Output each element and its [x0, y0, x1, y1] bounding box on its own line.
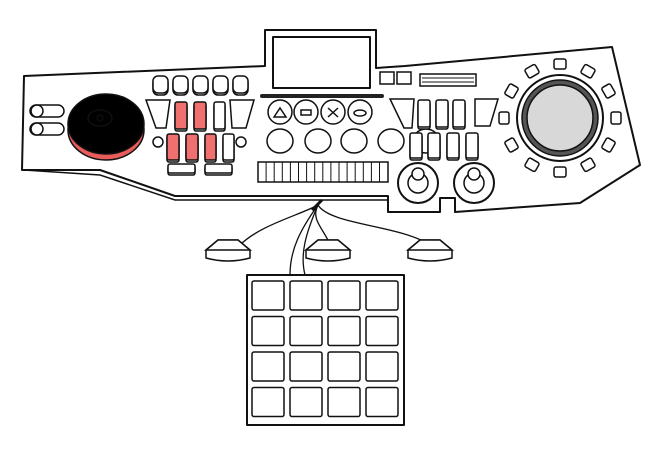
- display-screen: [272, 36, 371, 89]
- transport-button-play[interactable]: [267, 99, 293, 125]
- transport-buttons[interactable]: [267, 99, 373, 125]
- connector-plug: [310, 198, 324, 212]
- stop-icon: [300, 109, 312, 116]
- trapezoid-button[interactable]: [229, 99, 255, 129]
- transport-button-loop[interactable]: [347, 99, 373, 125]
- jog-ring-buttons[interactable]: [498, 58, 622, 178]
- button[interactable]: [172, 75, 189, 94]
- pad[interactable]: [251, 386, 285, 418]
- jog-ring-button[interactable]: [524, 63, 540, 79]
- cables: [239, 204, 431, 276]
- jog-ring-button[interactable]: [601, 83, 616, 99]
- accent-button[interactable]: [174, 101, 188, 130]
- jog-ring-button[interactable]: [498, 111, 510, 125]
- round-button[interactable]: [266, 128, 294, 154]
- foot-pedal-top: [405, 239, 455, 251]
- button[interactable]: [409, 132, 423, 159]
- crossfader-slot[interactable]: [419, 73, 477, 87]
- accent-button[interactable]: [193, 101, 207, 130]
- jog-ring-button[interactable]: [524, 157, 540, 173]
- loop-icon: [353, 109, 367, 117]
- controls[interactable]: [144, 75, 500, 176]
- foot-pedal-top: [303, 239, 353, 251]
- left-side-switches[interactable]: [29, 104, 65, 136]
- jog-ring-button[interactable]: [580, 157, 596, 173]
- right-jog-wheel[interactable]: [516, 74, 604, 162]
- button[interactable]: [152, 75, 169, 94]
- pad[interactable]: [327, 315, 361, 347]
- pad[interactable]: [251, 280, 285, 311]
- trapezoid-button[interactable]: [388, 98, 415, 129]
- pad[interactable]: [327, 386, 361, 418]
- jog-ring-button[interactable]: [553, 58, 567, 70]
- transport-button-stop[interactable]: [293, 99, 319, 125]
- pad[interactable]: [365, 386, 399, 418]
- small-knob[interactable]: [235, 136, 247, 148]
- button[interactable]: [417, 99, 431, 128]
- jog-ring-button[interactable]: [504, 83, 519, 99]
- button[interactable]: [465, 132, 479, 159]
- foot-pedals[interactable]: [203, 239, 455, 262]
- right-knob[interactable]: [453, 162, 495, 204]
- jog-ring-button[interactable]: [553, 166, 567, 178]
- small-knob[interactable]: [152, 136, 164, 148]
- pad[interactable]: [251, 351, 285, 382]
- button[interactable]: [452, 99, 466, 128]
- pad[interactable]: [289, 315, 323, 347]
- pad[interactable]: [251, 315, 285, 347]
- button[interactable]: [192, 75, 209, 94]
- foot-pedal-top: [203, 239, 253, 251]
- right-knob[interactable]: [397, 162, 439, 204]
- button[interactable]: [204, 163, 233, 174]
- button[interactable]: [446, 132, 460, 159]
- accent-button[interactable]: [185, 133, 199, 161]
- pad[interactable]: [365, 280, 399, 311]
- screen-led-strip: [260, 94, 384, 98]
- pad-grid[interactable]: [251, 280, 399, 418]
- jog-ring-button[interactable]: [504, 137, 519, 153]
- play-icon: [272, 106, 288, 118]
- button[interactable]: [435, 99, 449, 128]
- pad[interactable]: [365, 351, 399, 382]
- button[interactable]: [232, 75, 249, 94]
- screen-button[interactable]: [379, 71, 395, 85]
- cue-icon: [327, 107, 339, 118]
- slider-strip[interactable]: [257, 161, 389, 183]
- button[interactable]: [213, 101, 226, 130]
- accent-button[interactable]: [204, 133, 217, 161]
- button[interactable]: [427, 132, 441, 159]
- jog-ring-button[interactable]: [610, 111, 622, 125]
- pad[interactable]: [289, 386, 323, 418]
- button[interactable]: [167, 163, 196, 174]
- pad[interactable]: [327, 351, 361, 382]
- round-button[interactable]: [340, 128, 368, 154]
- pad[interactable]: [365, 315, 399, 347]
- pad[interactable]: [289, 351, 323, 382]
- pad[interactable]: [289, 280, 323, 311]
- round-button[interactable]: [304, 128, 332, 154]
- button[interactable]: [222, 133, 235, 161]
- round-button[interactable]: [377, 128, 405, 154]
- accent-button[interactable]: [166, 133, 180, 161]
- pad[interactable]: [327, 280, 361, 311]
- jog-ring-button[interactable]: [601, 137, 616, 153]
- trapezoid-button[interactable]: [144, 99, 171, 129]
- jog-ring-button[interactable]: [580, 63, 596, 79]
- left-jog-wheel[interactable]: [67, 93, 145, 161]
- trapezoid-button[interactable]: [474, 98, 500, 127]
- screen-button[interactable]: [396, 71, 412, 85]
- button[interactable]: [212, 75, 229, 94]
